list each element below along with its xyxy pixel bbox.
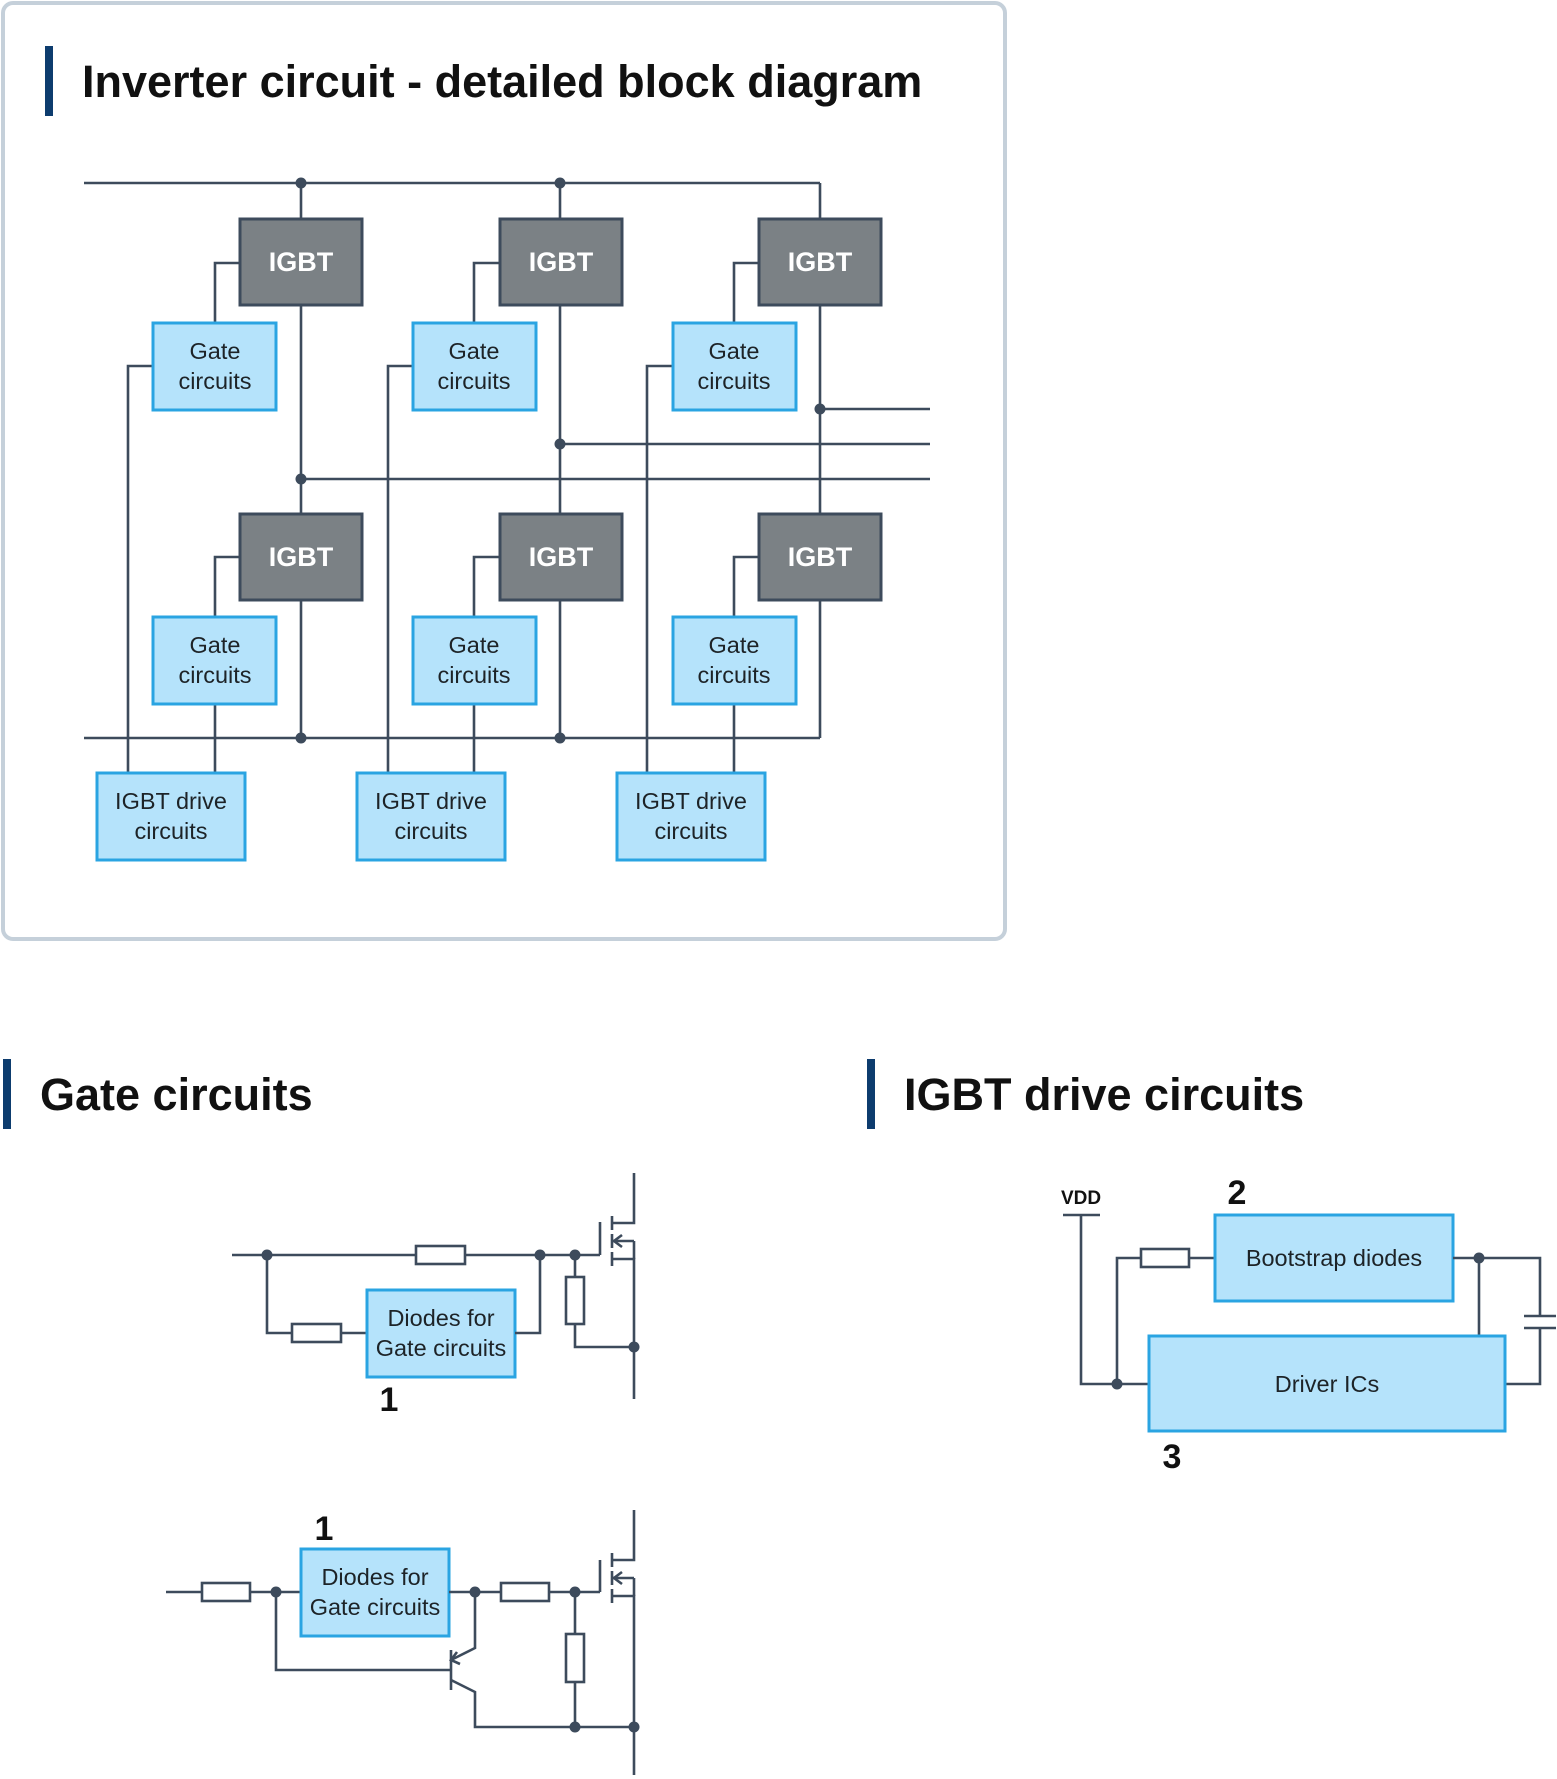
resistor xyxy=(1139,1247,1191,1269)
drive-block-line1: IGBT drive xyxy=(375,788,487,814)
vdd-label: VDD xyxy=(1061,1188,1101,1209)
diodes-for-gate-circuits-block xyxy=(299,1547,451,1638)
driver-ics-block xyxy=(1147,1334,1507,1433)
igbt-block xyxy=(498,512,624,602)
inverter-title-accent xyxy=(45,46,53,116)
diodes-block-line1: Diodes for xyxy=(321,1564,428,1590)
igbt-label: IGBT xyxy=(529,247,594,277)
igbt-label: IGBT xyxy=(529,542,594,572)
igbt-label: IGBT xyxy=(788,247,853,277)
mosfet-symbol xyxy=(598,1510,636,1775)
igbt-block xyxy=(757,512,883,602)
gate-block-line2: circuits xyxy=(437,368,510,394)
drive-block-line2: circuits xyxy=(134,818,207,844)
drive-block-line1: IGBT drive xyxy=(115,788,227,814)
resistor xyxy=(499,1581,551,1603)
gate-block-line2: circuits xyxy=(697,368,770,394)
gate-block-line1: Gate xyxy=(709,632,760,658)
bootstrap-diodes-block xyxy=(1213,1213,1455,1303)
drive-block-line1: IGBT drive xyxy=(635,788,747,814)
callout-number-2: 2 xyxy=(1228,1174,1247,1212)
gate-circuits-block xyxy=(671,615,798,706)
igbt-label: IGBT xyxy=(269,247,334,277)
driver-ics-label: Driver ICs xyxy=(1275,1371,1379,1397)
bootstrap-label: Bootstrap diodes xyxy=(1246,1245,1422,1271)
callout-number-1: 1 xyxy=(315,1510,334,1548)
gate-block-line1: Gate xyxy=(449,632,500,658)
resistor xyxy=(414,1244,467,1266)
igbt-block xyxy=(757,217,883,307)
callout-number-1: 1 xyxy=(380,1381,399,1419)
leg-3: IGBT IGBT Gate circuits Gate circuits IG… xyxy=(615,183,883,862)
drive-title: IGBT drive circuits xyxy=(904,1069,1304,1120)
gate-block-line1: Gate xyxy=(190,632,241,658)
gate-block-line1: Gate xyxy=(190,338,241,364)
gate-circuits-block xyxy=(411,615,538,706)
igbt-drive-circuits-block xyxy=(355,771,507,862)
drive-block-line2: circuits xyxy=(394,818,467,844)
gate-circuits-block xyxy=(151,321,278,412)
gate-circuits-block xyxy=(411,321,538,412)
gate-schematic-1: Diodes for Gate circuits 1 xyxy=(232,1173,640,1419)
gate-circuits-block xyxy=(151,615,278,706)
gate-block-line1: Gate xyxy=(709,338,760,364)
inverter-title: Inverter circuit - detailed block diagra… xyxy=(82,56,922,107)
leg-1: IGBT IGBT Gate circuits Gate circuits IG… xyxy=(95,177,364,862)
gate-block-line2: circuits xyxy=(178,368,251,394)
igbt-block xyxy=(498,217,624,307)
gate-title: Gate circuits xyxy=(40,1069,313,1120)
callout-number-3: 3 xyxy=(1163,1438,1182,1476)
diodes-for-gate-circuits-block xyxy=(365,1288,517,1379)
transistor-symbol xyxy=(448,1592,634,1729)
diodes-block-line2: Gate circuits xyxy=(376,1335,507,1361)
igbt-block xyxy=(238,512,364,602)
diodes-block-line1: Diodes for xyxy=(387,1305,494,1331)
leg-2: IGBT IGBT Gate circuits Gate circuits IG… xyxy=(355,177,624,862)
igbt-label: IGBT xyxy=(788,542,853,572)
resistor xyxy=(564,1275,586,1326)
igbt-drive-circuits-block xyxy=(615,771,767,862)
drive-title-accent xyxy=(867,1059,875,1129)
resistor xyxy=(564,1632,586,1684)
gate-block-line2: circuits xyxy=(697,662,770,688)
igbt-block xyxy=(238,217,364,307)
resistor xyxy=(200,1581,252,1603)
drive-schematic: VDD Bootstrap diodes Driver ICs 2 3 xyxy=(1061,1174,1556,1476)
inverter-diagram: IGBT IGBT Gate circuits Gate circuits IG… xyxy=(84,177,930,862)
gate-block-line2: circuits xyxy=(437,662,510,688)
igbt-label: IGBT xyxy=(269,542,334,572)
gate-schematic-2: Diodes for Gate circuits xyxy=(166,1510,640,1775)
gate-block-line1: Gate xyxy=(449,338,500,364)
diodes-block-line2: Gate circuits xyxy=(310,1594,441,1620)
gate-block-line2: circuits xyxy=(178,662,251,688)
gate-circuits-block xyxy=(671,321,798,412)
drive-block-line2: circuits xyxy=(654,818,727,844)
gate-title-accent xyxy=(3,1059,11,1129)
resistor xyxy=(290,1322,343,1344)
igbt-drive-circuits-block xyxy=(95,771,247,862)
mosfet-symbol xyxy=(598,1173,636,1399)
